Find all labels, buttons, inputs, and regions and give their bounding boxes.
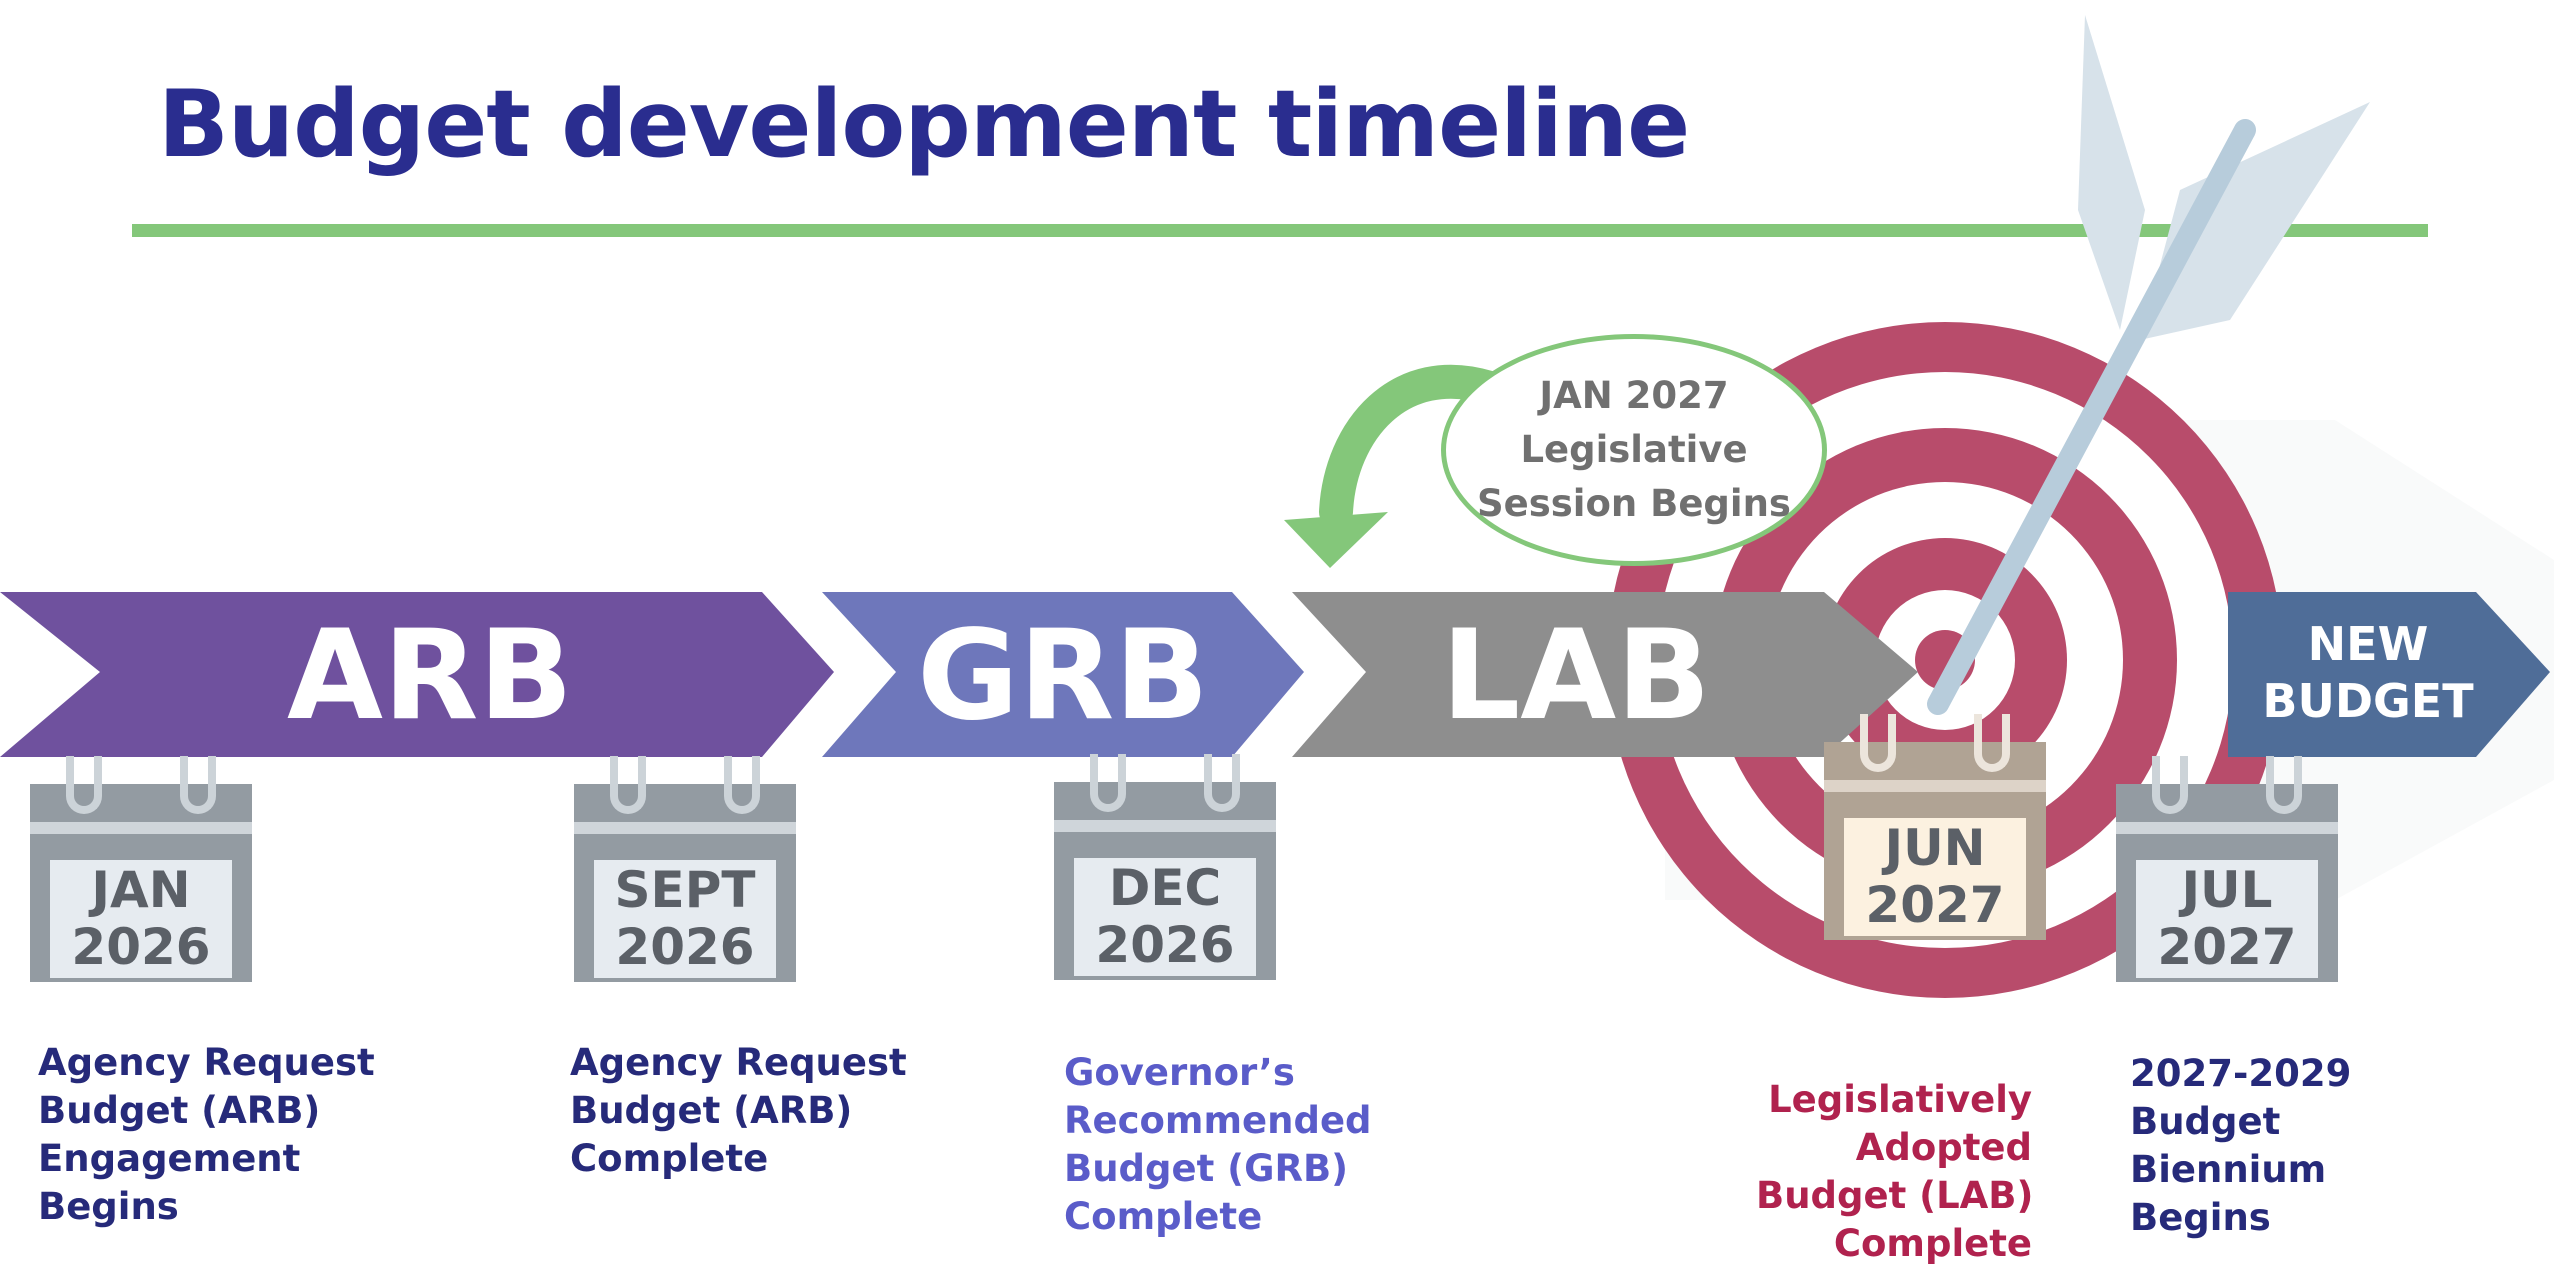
callout-date: JAN 2027 xyxy=(1539,374,1729,417)
calendar-year: 2027 xyxy=(2157,918,2297,976)
calendar-month: JAN xyxy=(91,860,191,919)
calendar-month: DEC xyxy=(1108,858,1222,917)
curved-arrow-icon xyxy=(1284,364,1507,568)
legislative-session-callout: JAN 2027 Legislative Session Begins xyxy=(1441,334,1827,566)
calendar-year: 2027 xyxy=(1865,876,2005,934)
page-title: Budget development timeline xyxy=(158,70,1690,178)
grb-chevron xyxy=(822,592,1304,757)
lab-label: LAB xyxy=(1441,604,1711,748)
arb-label: ARB xyxy=(287,604,573,748)
title-underline xyxy=(132,224,2428,237)
lab-chevron xyxy=(1292,592,1918,757)
calendar-icon-jan-2026: JAN 2026 xyxy=(30,756,252,982)
calendar-year: 2026 xyxy=(71,918,211,976)
new-budget-chevron xyxy=(2228,592,2550,757)
calendar-month: JUN xyxy=(1884,818,1986,877)
milestone-description-arb-complete: Agency Request Budget (ARB) Complete xyxy=(570,1041,907,1180)
arb-chevron xyxy=(0,592,834,757)
new-budget-label-line1: NEW xyxy=(2308,617,2429,671)
milestone-description-grb-complete: Governor’s Recommended Budget (GRB) Comp… xyxy=(1064,1051,1372,1238)
calendar-year: 2026 xyxy=(615,918,755,976)
new-budget-label-line2: BUDGET xyxy=(2262,674,2474,728)
dart-arrow-icon xyxy=(1927,15,2370,715)
milestone-description-biennium-begins: 2027-2029 Budget Biennium Begins xyxy=(2130,1052,2352,1239)
callout-line3: Session Begins xyxy=(1477,482,1791,525)
calendar-icon-jul-2027: JUL 2027 xyxy=(2116,756,2338,982)
milestone-description-arb-engagement: Agency Request Budget (ARB) Engagement B… xyxy=(38,1041,375,1228)
calendar-year: 2026 xyxy=(1095,916,1235,974)
grb-label: GRB xyxy=(917,604,1209,748)
callout-line2: Legislative xyxy=(1520,428,1748,471)
milestone-description-lab-complete: Legislatively Adopted Budget (LAB) Compl… xyxy=(1756,1078,2034,1265)
calendar-month: JUL xyxy=(2181,860,2273,919)
calendar-month: SEPT xyxy=(614,860,756,919)
calendar-icon-sept-2026: SEPT 2026 xyxy=(574,756,796,982)
calendar-icon-dec-2026: DEC 2026 xyxy=(1054,754,1276,980)
calendar-icon-jun-2027: JUN 2027 xyxy=(1824,714,2046,940)
